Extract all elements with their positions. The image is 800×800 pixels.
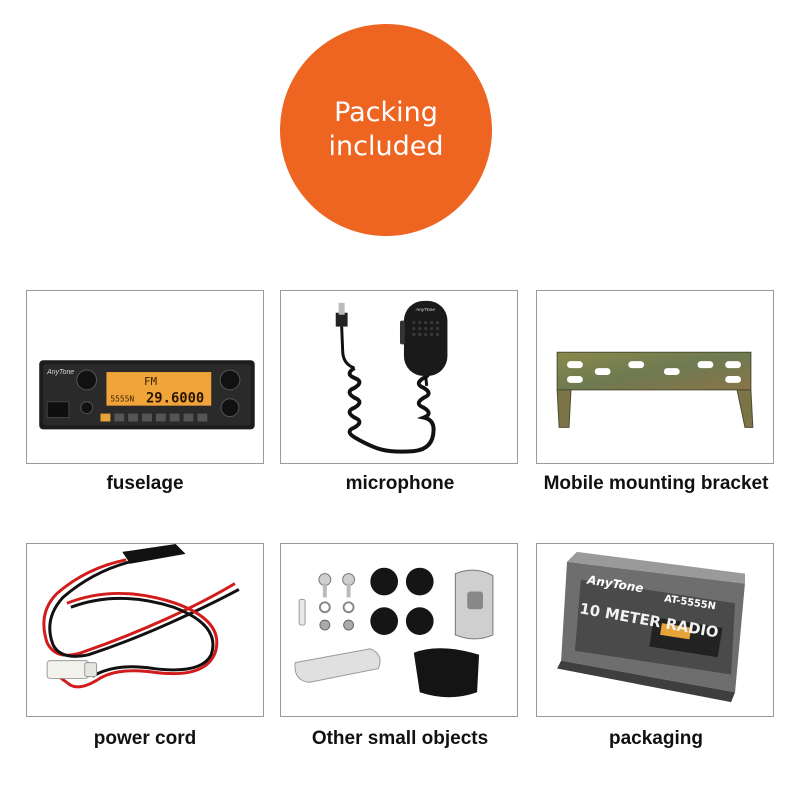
radio-brand-label: AnyTone — [46, 369, 74, 376]
item-tile-small-objects — [280, 543, 518, 717]
svg-text:AnyTone: AnyTone — [415, 307, 436, 313]
power-cord-image — [42, 544, 240, 689]
handheld-microphone-image: AnyTone — [335, 300, 448, 454]
small-hardware-image — [294, 567, 494, 698]
badge-line-2: included — [328, 131, 444, 162]
radio-display-mode: FM — [144, 375, 158, 388]
radio-display-frequency: 29.6000 — [146, 391, 204, 407]
radio-display-small: 5555N — [110, 395, 134, 404]
item-label-mounting-bracket: Mobile mounting bracket — [543, 473, 769, 494]
item-tile-microphone: AnyTone — [280, 290, 518, 464]
item-tile-packaging: AnyTone AT-5555N 10 METER RADIO — [536, 543, 774, 717]
item-label-power-cord: power cord — [93, 728, 197, 749]
item-label-microphone: microphone — [345, 473, 455, 494]
radio-transceiver-image: AnyTone FM 5555N 29.6000 — [39, 360, 255, 430]
packing-included-badge: Packing included — [280, 24, 492, 236]
retail-box-image: AnyTone AT-5555N 10 METER RADIO — [557, 551, 745, 703]
item-tile-fuselage: AnyTone FM 5555N 29.6000 — [26, 290, 264, 464]
item-tile-power-cord — [26, 543, 264, 717]
item-label-small-objects: Other small objects — [311, 728, 489, 749]
mounting-bracket-image — [556, 351, 754, 428]
badge-line-1: Packing — [334, 97, 438, 129]
item-label-fuselage: fuselage — [106, 473, 184, 494]
item-tile-mounting-bracket — [536, 290, 774, 464]
item-label-packaging: packaging — [609, 728, 703, 749]
